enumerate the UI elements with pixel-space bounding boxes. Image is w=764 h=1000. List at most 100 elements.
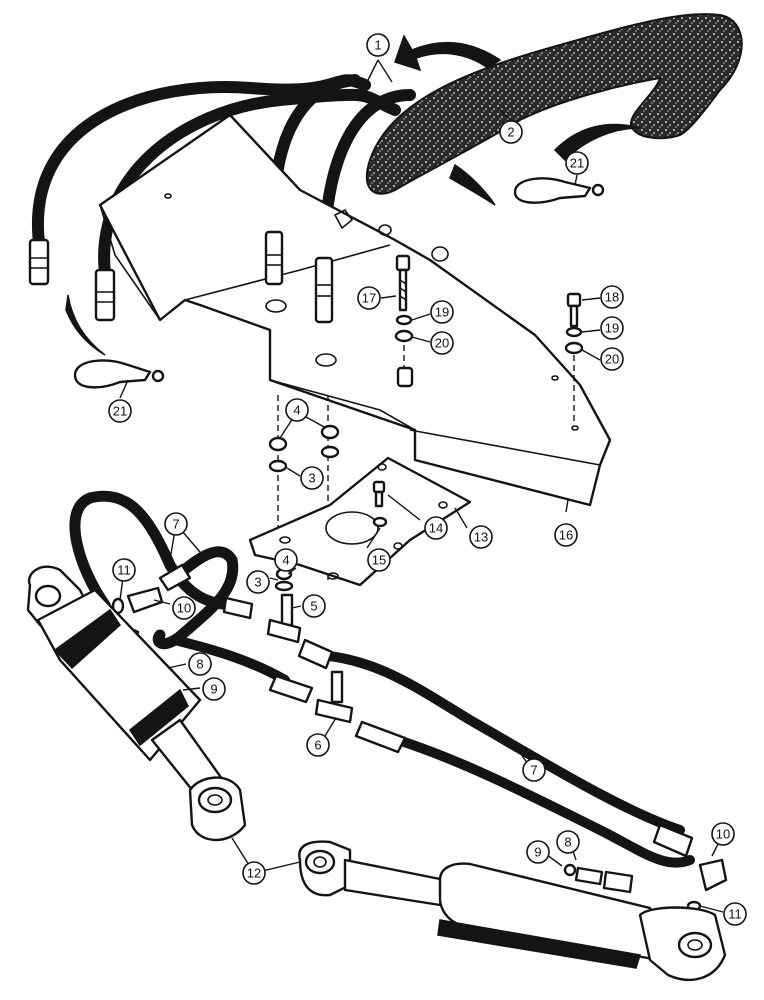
svg-text:17: 17 xyxy=(362,291,376,306)
svg-text:9: 9 xyxy=(534,845,541,860)
svg-text:12: 12 xyxy=(247,866,261,881)
callout-20: 20 xyxy=(600,347,624,371)
hose-end-fitting xyxy=(314,256,334,324)
svg-text:6: 6 xyxy=(314,738,321,753)
callout-16: 16 xyxy=(554,523,578,547)
callout-9: 9 xyxy=(202,677,226,701)
callout-17: 17 xyxy=(357,286,381,310)
mounting-plate xyxy=(98,113,612,507)
svg-text:8: 8 xyxy=(564,835,571,850)
svg-text:9: 9 xyxy=(210,682,217,697)
bolt xyxy=(395,254,411,312)
callout-8: 8 xyxy=(188,652,212,676)
svg-text:4: 4 xyxy=(282,553,289,568)
callout-9: 9 xyxy=(526,840,550,864)
flat-washer xyxy=(394,329,414,343)
lock-washer xyxy=(372,516,388,528)
callout-10: 10 xyxy=(172,596,196,620)
callout-7: 7 xyxy=(164,512,188,536)
hose-end-fitting xyxy=(602,870,634,894)
lock-washer xyxy=(395,314,413,326)
flat-washer xyxy=(564,341,584,355)
callout-14: 14 xyxy=(424,516,448,540)
callout-6: 6 xyxy=(306,733,330,757)
callout-2: 2 xyxy=(499,120,523,144)
callout-11: 11 xyxy=(723,902,747,926)
svg-text:11: 11 xyxy=(117,563,131,578)
hydraulic-cylinder xyxy=(298,840,727,982)
direction-arrow xyxy=(394,34,502,72)
hose-end-fitting xyxy=(354,720,407,754)
hose-sleeve xyxy=(365,13,743,195)
tee-fitting xyxy=(266,593,302,644)
valve-mount-plate xyxy=(248,456,472,587)
hose-end-fitting xyxy=(264,230,284,286)
hose-end-fitting xyxy=(158,563,192,592)
hose-clip xyxy=(513,177,605,204)
svg-text:21: 21 xyxy=(113,404,127,419)
hose-end-fitting xyxy=(94,268,116,322)
hose-clip xyxy=(73,359,165,389)
svg-text:10: 10 xyxy=(177,601,191,616)
nut xyxy=(320,424,340,440)
svg-text:19: 19 xyxy=(435,305,449,320)
callout-13: 13 xyxy=(469,525,493,549)
svg-text:8: 8 xyxy=(196,657,203,672)
hose-end-fitting xyxy=(268,674,314,704)
hose-end-fitting xyxy=(297,638,334,670)
svg-text:3: 3 xyxy=(254,575,261,590)
hydraulic-cylinder xyxy=(26,565,247,842)
svg-text:21: 21 xyxy=(570,156,584,171)
callout-10: 10 xyxy=(711,822,735,846)
callout-1: 1 xyxy=(366,33,390,57)
adapter-fitting xyxy=(574,866,604,886)
svg-text:1: 1 xyxy=(374,38,381,53)
callout-21: 21 xyxy=(108,399,132,423)
callout-7: 7 xyxy=(522,758,546,782)
elbow-fitting xyxy=(698,858,728,892)
hose-end-fitting xyxy=(28,238,50,286)
hose-end-fitting xyxy=(652,823,694,858)
clip-motion-stroke xyxy=(553,123,641,162)
svg-text:16: 16 xyxy=(559,528,573,543)
svg-text:13: 13 xyxy=(474,530,488,545)
svg-text:5: 5 xyxy=(310,599,317,614)
svg-text:20: 20 xyxy=(605,352,619,367)
lock-washer xyxy=(565,326,583,338)
callout-19: 19 xyxy=(600,316,624,340)
svg-text:2: 2 xyxy=(507,125,514,140)
clip-motion-stroke xyxy=(65,294,106,356)
callout-15: 15 xyxy=(367,548,391,572)
callout-12: 12 xyxy=(242,861,266,885)
svg-text:19: 19 xyxy=(605,321,619,336)
tee-fitting xyxy=(314,670,354,724)
o-ring xyxy=(563,863,577,877)
svg-text:7: 7 xyxy=(172,517,179,532)
svg-text:18: 18 xyxy=(605,290,619,305)
callout-4: 4 xyxy=(285,398,309,422)
clip-motion-stroke xyxy=(449,163,496,206)
callout-3: 3 xyxy=(246,570,270,594)
flat-washer xyxy=(320,445,340,459)
callout-11: 11 xyxy=(112,558,136,582)
bolt xyxy=(372,480,386,508)
svg-text:20: 20 xyxy=(435,336,449,351)
svg-text:15: 15 xyxy=(372,553,386,568)
callout-5: 5 xyxy=(302,594,326,618)
callout-8: 8 xyxy=(556,830,580,854)
callout-3: 3 xyxy=(300,466,324,490)
svg-text:7: 7 xyxy=(530,763,537,778)
svg-text:11: 11 xyxy=(728,907,742,922)
flat-washer xyxy=(274,580,294,592)
bolt xyxy=(566,292,582,328)
flat-washer xyxy=(268,459,288,473)
svg-text:3: 3 xyxy=(308,471,315,486)
svg-text:14: 14 xyxy=(429,521,443,536)
callout-21: 21 xyxy=(565,151,589,175)
elbow-fitting xyxy=(126,586,164,614)
nut xyxy=(268,436,288,452)
lower-hoses xyxy=(69,490,695,868)
callout-18: 18 xyxy=(600,285,624,309)
callout-4: 4 xyxy=(274,548,298,572)
